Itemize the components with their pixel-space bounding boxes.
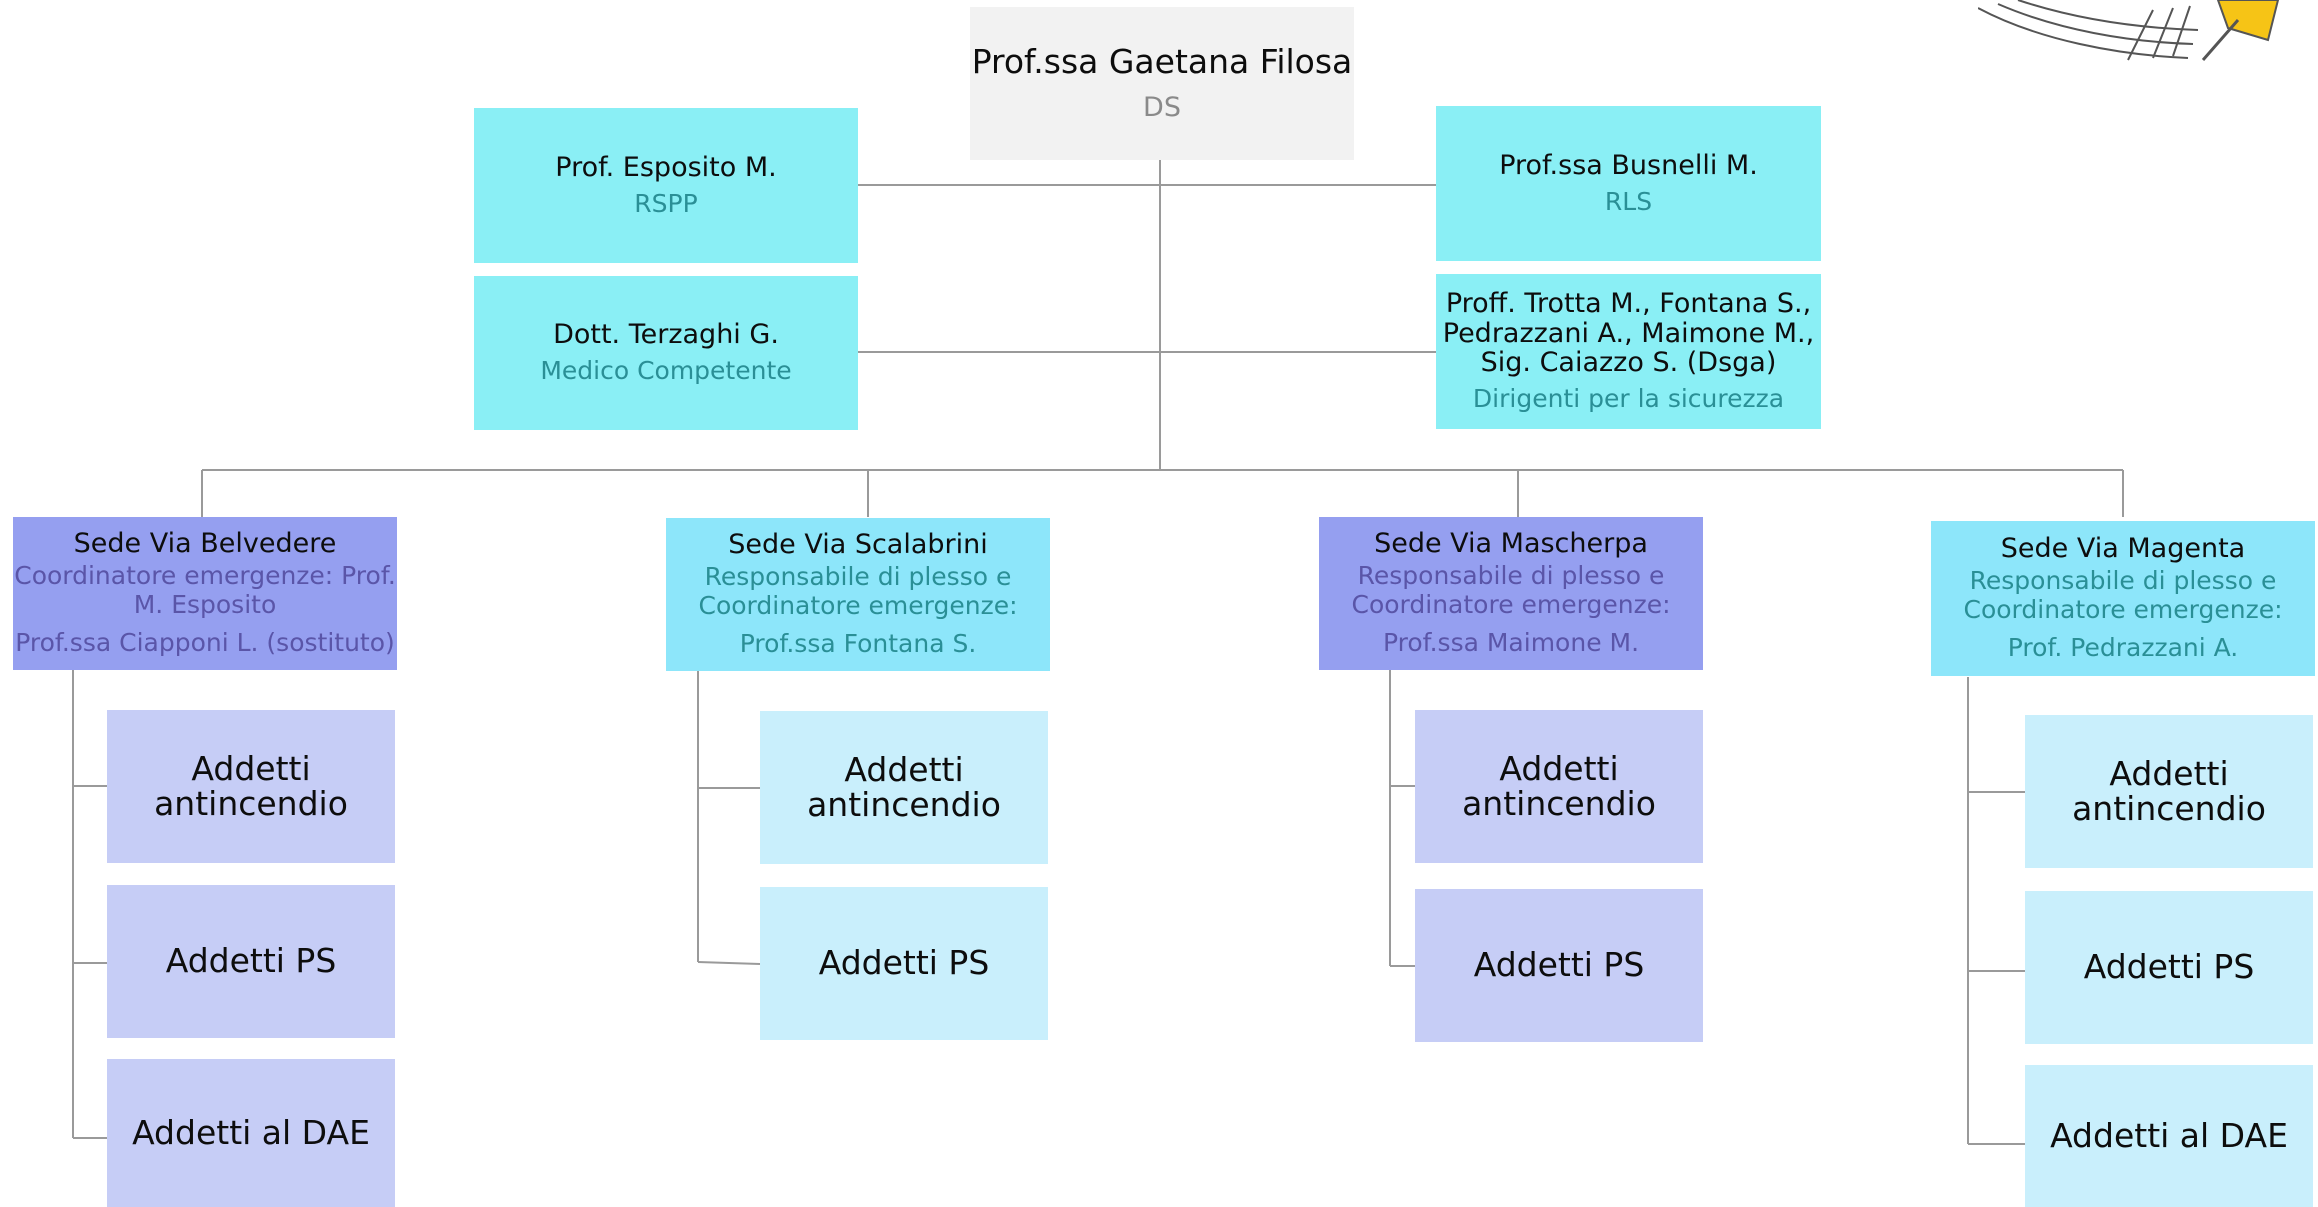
ds-name: Prof.ssa Gaetana Filosa — [971, 42, 1353, 82]
sede-role-line: Coordinatore emergenze: — [698, 590, 1018, 620]
sede-magenta-box: Sede Via Magenta Responsabile di plesso … — [1931, 521, 2315, 676]
ds-box: Prof.ssa Gaetana Filosa DS — [970, 7, 1354, 160]
sub-label: Addetti al DAE — [132, 1112, 370, 1152]
dirigenti-name-line: Pedrazzani A., Maimone M., — [1442, 317, 1815, 349]
sede-mascherpa-box: Sede Via Mascherpa Responsabile di pless… — [1319, 517, 1703, 670]
sede-holder: Prof.ssa Maimone M. — [1382, 628, 1640, 658]
medico-box: Dott. Terzaghi G. Medico Competente — [474, 276, 858, 430]
sede-name: Sede Via Scalabrini — [728, 528, 988, 560]
sub-label: Addetti PS — [165, 941, 337, 981]
addetti-ps-box: Addetti PS — [107, 885, 395, 1038]
addetti-antincendio-box: Addetti antincendio — [1415, 710, 1703, 863]
sub-label: Addetti — [844, 749, 964, 789]
rls-role: RLS — [1604, 186, 1653, 216]
sub-label: Addetti al DAE — [2050, 1115, 2288, 1155]
addetti-ps-box: Addetti PS — [1415, 889, 1703, 1042]
sub-label: Addetti — [2109, 753, 2229, 793]
sede-role-line: M. Esposito — [133, 589, 277, 619]
addetti-ps-box: Addetti PS — [760, 887, 1048, 1040]
sede-holder: Prof.ssa Fontana S. — [739, 629, 977, 659]
sub-label: antincendio — [1462, 783, 1656, 823]
sede-name: Sede Via Magenta — [2000, 532, 2246, 564]
medico-name: Dott. Terzaghi G. — [553, 319, 779, 351]
sede-scalabrini-box: Sede Via Scalabrini Responsabile di ples… — [666, 518, 1050, 671]
rls-box: Prof.ssa Busnelli M. RLS — [1436, 106, 1821, 261]
sede-role-line: Responsabile di plesso e — [1969, 565, 2277, 595]
rspp-role: RSPP — [634, 188, 698, 218]
sede-name: Sede Via Belvedere — [73, 527, 337, 559]
sub-label: Addetti PS — [818, 943, 990, 983]
addetti-dae-box: Addetti al DAE — [107, 1059, 395, 1207]
sub-label: Addetti — [1499, 748, 1619, 788]
sede-holder: Prof. Pedrazzani A. — [2007, 633, 2239, 663]
sede-role-line: Coordinatore emergenze: — [1963, 594, 2283, 624]
dirigenti-role: Dirigenti per la sicurezza — [1472, 383, 1785, 413]
addetti-dae-box: Addetti al DAE — [2025, 1065, 2313, 1207]
addetti-antincendio-box: Addetti antincendio — [760, 711, 1048, 864]
addetti-ps-box: Addetti PS — [2025, 891, 2313, 1044]
school-logo — [1978, 0, 2280, 61]
sub-label: Addetti PS — [2083, 947, 2255, 987]
sede-role-line: Coordinatore emergenze: Prof. — [14, 560, 396, 590]
sede-role-line: Coordinatore emergenze: — [1351, 589, 1671, 619]
sede-belvedere-box: Sede Via Belvedere Coordinatore emergenz… — [13, 517, 397, 670]
rspp-box: Prof. Esposito M. RSPP — [474, 108, 858, 263]
sede-name: Sede Via Mascherpa — [1374, 527, 1648, 559]
sub-label: antincendio — [154, 783, 348, 823]
sede-role-line: Responsabile di plesso e — [1357, 560, 1665, 590]
sede-holder: Prof.ssa Ciapponi L. (sostituto) — [15, 628, 395, 658]
dirigenti-box: Proff. Trotta M., Fontana S., Pedrazzani… — [1436, 274, 1821, 429]
ds-role: DS — [1143, 91, 1181, 123]
dirigenti-name-line: Proff. Trotta M., Fontana S., — [1445, 288, 1812, 320]
sub-label: Addetti PS — [1473, 945, 1645, 985]
medico-role: Medico Competente — [540, 356, 792, 386]
addetti-antincendio-box: Addetti antincendio — [2025, 715, 2313, 868]
sub-label: Addetti — [191, 748, 311, 788]
sede-role-line: Responsabile di plesso e — [704, 561, 1012, 591]
rspp-name: Prof. Esposito M. — [555, 151, 777, 183]
sub-label: antincendio — [2072, 788, 2266, 828]
addetti-antincendio-box: Addetti antincendio — [107, 710, 395, 863]
rls-name: Prof.ssa Busnelli M. — [1499, 149, 1758, 181]
dirigenti-name-line: Sig. Caiazzo S. (Dsga) — [1480, 346, 1777, 378]
sub-label: antincendio — [807, 784, 1001, 824]
